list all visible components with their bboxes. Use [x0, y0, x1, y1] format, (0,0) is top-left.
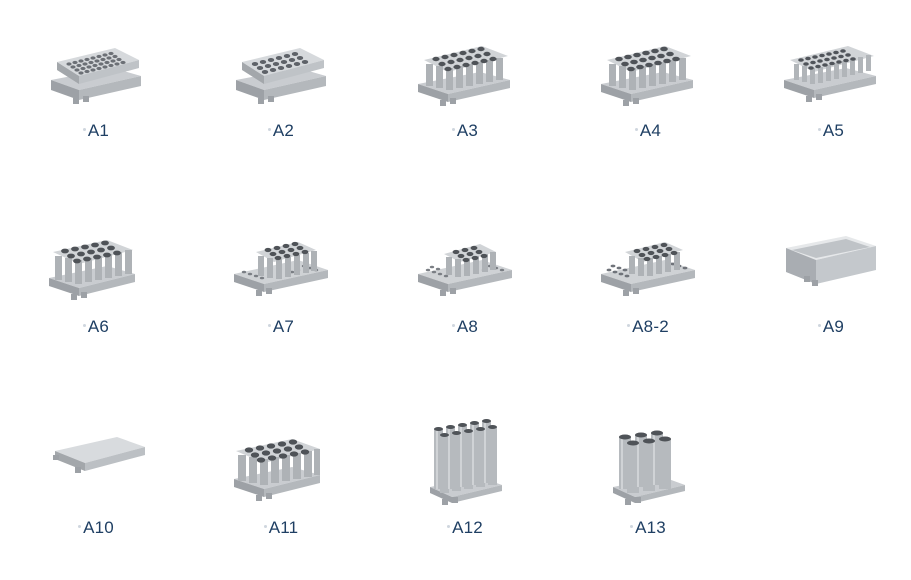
bullet-dot [634, 128, 638, 132]
product-card-a12[interactable]: A12 [400, 415, 530, 565]
product-label[interactable]: A8 [400, 317, 530, 337]
product-thumbnail[interactable] [776, 214, 886, 314]
product-label[interactable]: A10 [31, 518, 161, 538]
heating-block-image [601, 242, 695, 296]
bullet-dot [267, 324, 271, 328]
product-thumbnail[interactable] [410, 18, 520, 118]
product-thumbnail[interactable] [41, 415, 151, 515]
product-label[interactable]: A2 [216, 121, 346, 141]
bullet-dot [451, 128, 455, 132]
product-card-a11[interactable]: A11 [216, 415, 346, 565]
product-card-a8[interactable]: A8 [400, 214, 530, 364]
product-thumbnail[interactable] [410, 415, 520, 515]
bullet-dot [447, 525, 451, 529]
bullet-dot [817, 128, 821, 132]
heating-block-image [51, 48, 141, 104]
heating-block-image [418, 244, 512, 296]
product-thumbnail[interactable] [226, 214, 336, 314]
product-card-a8-2[interactable]: A8-2 [583, 214, 713, 364]
product-card-a7[interactable]: A7 [216, 214, 346, 364]
heating-block-image [234, 241, 328, 296]
product-thumbnail[interactable] [226, 18, 336, 118]
heating-block-image [236, 48, 326, 104]
product-label[interactable]: A6 [31, 317, 161, 337]
heating-block-image [786, 236, 876, 286]
bullet-dot [82, 324, 86, 328]
bullet-dot [817, 324, 821, 328]
bullet-dot [451, 324, 455, 328]
product-thumbnail[interactable] [410, 214, 520, 314]
heating-block-image [53, 437, 145, 473]
product-card-a6[interactable]: A6 [31, 214, 161, 364]
bullet-dot [630, 525, 634, 529]
product-card-a5[interactable]: A5 [766, 18, 896, 168]
product-thumbnail[interactable] [593, 415, 703, 515]
product-card-a10[interactable]: A10 [31, 415, 161, 565]
product-label[interactable]: A3 [400, 121, 530, 141]
product-thumbnail[interactable] [593, 18, 703, 118]
product-label[interactable]: A11 [216, 518, 346, 538]
heating-block-image [784, 46, 876, 102]
heating-block-image [234, 439, 320, 501]
bullet-dot [627, 324, 631, 328]
heating-block-image [430, 419, 502, 505]
product-card-a4[interactable]: A4 [583, 18, 713, 168]
product-thumbnail[interactable] [593, 214, 703, 314]
bullet-dot [78, 525, 82, 529]
product-thumbnail[interactable] [226, 415, 336, 515]
product-label[interactable]: A12 [400, 518, 530, 538]
heating-block-image [601, 46, 693, 106]
product-label[interactable]: A5 [766, 121, 896, 141]
product-card-a9[interactable]: A9 [766, 214, 896, 364]
product-thumbnail[interactable] [41, 18, 151, 118]
heating-block-image [418, 46, 510, 106]
product-card-a3[interactable]: A3 [400, 18, 530, 168]
product-thumbnail[interactable] [776, 18, 886, 118]
product-label[interactable]: A4 [583, 121, 713, 141]
product-label[interactable]: A1 [31, 121, 161, 141]
bullet-dot [82, 128, 86, 132]
heating-block-image [49, 240, 135, 300]
product-label[interactable]: A13 [583, 518, 713, 538]
product-label[interactable]: A8-2 [583, 317, 713, 337]
product-label[interactable]: A9 [766, 317, 896, 337]
heating-block-image [613, 430, 685, 505]
product-card-a13[interactable]: A13 [583, 415, 713, 565]
product-thumbnail[interactable] [41, 214, 151, 314]
bullet-dot [263, 525, 267, 529]
bullet-dot [267, 128, 271, 132]
product-card-a2[interactable]: A2 [216, 18, 346, 168]
product-card-a1[interactable]: A1 [31, 18, 161, 168]
product-label[interactable]: A7 [216, 317, 346, 337]
